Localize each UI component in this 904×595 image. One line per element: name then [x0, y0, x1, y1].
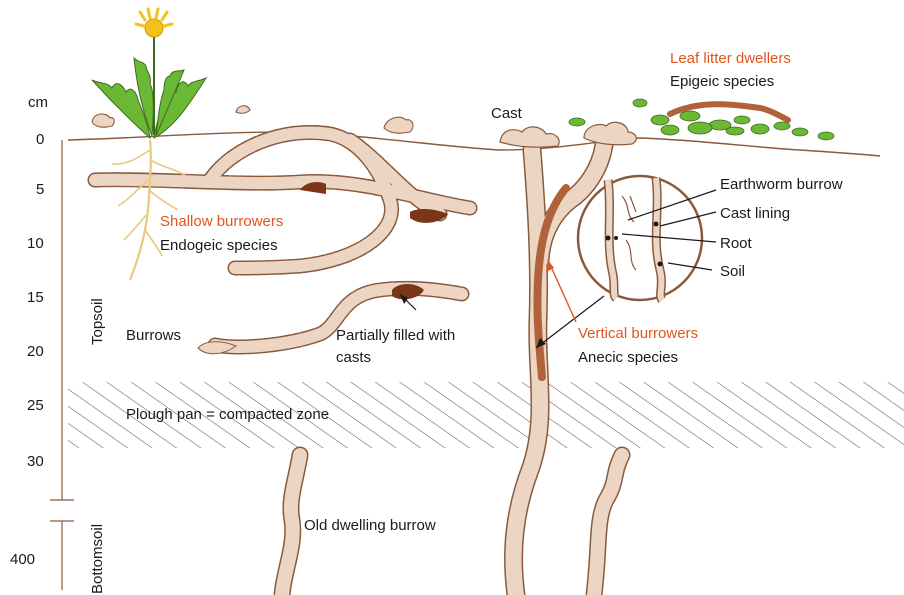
shallow-burrowers-title: Shallow burrowers — [160, 213, 283, 230]
orange-pointer — [548, 260, 576, 322]
surface-cast — [500, 122, 636, 147]
axis-tick: 30 — [27, 453, 44, 470]
vertical-burrowers-subtitle: Anecic species — [578, 349, 678, 366]
axis-tick: 15 — [27, 289, 44, 306]
shallow-burrowers-subtitle: Endogeic species — [160, 237, 278, 254]
bottomsoil-label: Bottomsoil — [89, 524, 106, 594]
leaf-litter-title: Leaf litter dwellers — [670, 50, 791, 67]
old-burrow-label: Old dwelling burrow — [304, 517, 436, 534]
axis-tick: 25 — [27, 397, 44, 414]
magnified-burrow-detail — [578, 176, 702, 300]
partially-filled-label-line1: Partially filled with — [336, 327, 455, 344]
plough-pan-label: Plough pan = compacted zone — [126, 406, 329, 423]
earthworm-burrow-label: Earthworm burrow — [720, 176, 843, 193]
root-label: Root — [720, 235, 753, 252]
axis-tick: 10 — [27, 235, 44, 252]
topsoil-label: Topsoil — [89, 298, 106, 345]
partially-filled-label-line2: casts — [336, 349, 371, 366]
axis-tick: 400 — [10, 551, 35, 568]
burrows-label: Burrows — [126, 327, 181, 344]
ground-surface-line — [68, 132, 880, 156]
axis-tick: 20 — [27, 343, 44, 360]
axis-tick: 5 — [36, 181, 44, 198]
soil-label: Soil — [720, 263, 745, 280]
axis-unit: cm — [28, 94, 48, 111]
depth-axis: cm 0 5 10 15 20 25 30 400 Topsoil Bottom… — [10, 94, 106, 594]
axis-tick: 0 — [36, 131, 44, 148]
vertical-burrowers-title: Vertical burrowers — [578, 325, 698, 342]
cast-lining-label: Cast lining — [720, 205, 790, 222]
leaf-litter-subtitle: Epigeic species — [670, 73, 774, 90]
cast-label: Cast — [491, 105, 523, 122]
